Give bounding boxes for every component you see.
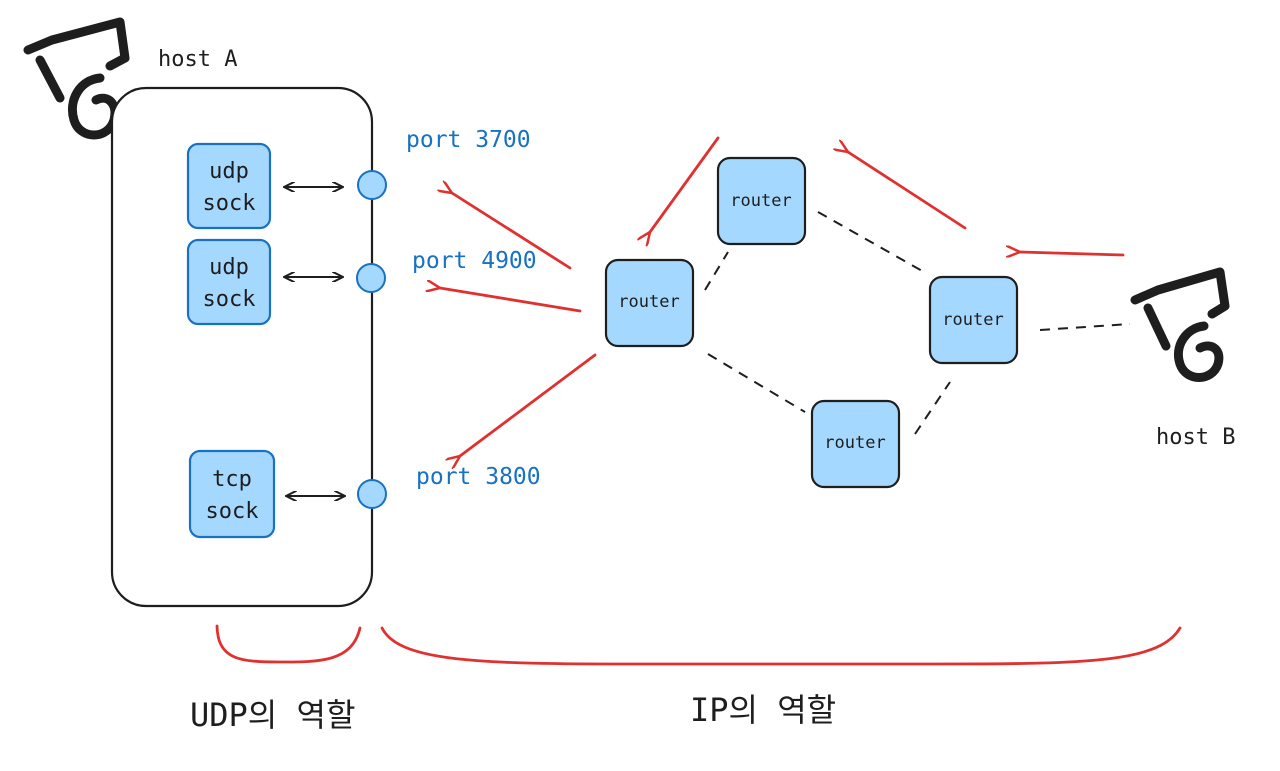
red-arrow (452, 193, 572, 270)
ip-role-label: IP의 역할 (690, 691, 836, 729)
socket-label-line1: udp (209, 255, 249, 280)
udp-role-label: UDP의 역할 (190, 696, 355, 734)
red-arrow (650, 136, 720, 232)
port-label: port 4900 (412, 248, 537, 274)
socket-label-line2: sock (203, 287, 256, 312)
socket-label-line2: sock (203, 191, 256, 216)
socket-box (186, 238, 272, 326)
socket-box (188, 449, 276, 539)
router-box (928, 275, 1019, 365)
router-right: router (928, 275, 1019, 365)
router-label: router (730, 191, 791, 211)
link-line (914, 381, 951, 435)
red-arrow (460, 353, 597, 456)
router-label: router (942, 310, 1003, 330)
socket-label-line1: tcp (212, 467, 252, 492)
host-b-computer-icon (1130, 267, 1230, 382)
host-a-label: host A (158, 47, 237, 72)
router-label: router (824, 433, 885, 453)
socket-udp-1: udp sock (186, 142, 272, 230)
router-box (604, 258, 695, 348)
network-links (704, 211, 1131, 435)
host-a-box (110, 86, 374, 608)
router-upper: router (716, 156, 807, 246)
router-box (810, 399, 901, 489)
socket-box (186, 142, 272, 230)
udp-role-brace (215, 624, 362, 664)
router-label: router (618, 292, 679, 312)
red-arrow (1020, 252, 1125, 255)
router-lower: router (810, 399, 901, 489)
port-label: port 3800 (416, 464, 541, 490)
link-line (817, 211, 925, 273)
link-line (1039, 323, 1131, 331)
router-left: router (604, 258, 695, 348)
socket-label-line2: sock (206, 499, 259, 524)
host-b-label: host B (1156, 425, 1235, 450)
link-line (704, 251, 729, 291)
red-arrow (848, 152, 967, 230)
host-a-computer-icon (23, 17, 130, 140)
socket-label-line1: udp (209, 159, 249, 184)
port-circle-3800 (357, 479, 387, 509)
port-label: port 3700 (406, 127, 531, 153)
packet-flow-arrows (440, 136, 1125, 456)
socket-udp-2: udp sock (186, 238, 272, 326)
link-line (707, 353, 806, 413)
socket-tcp: tcp sock (188, 449, 276, 539)
ip-role-brace (380, 626, 1182, 666)
router-box (716, 156, 807, 246)
port-circle-4900 (356, 263, 386, 293)
port-circle-3700 (357, 170, 387, 200)
red-arrow (440, 288, 582, 313)
